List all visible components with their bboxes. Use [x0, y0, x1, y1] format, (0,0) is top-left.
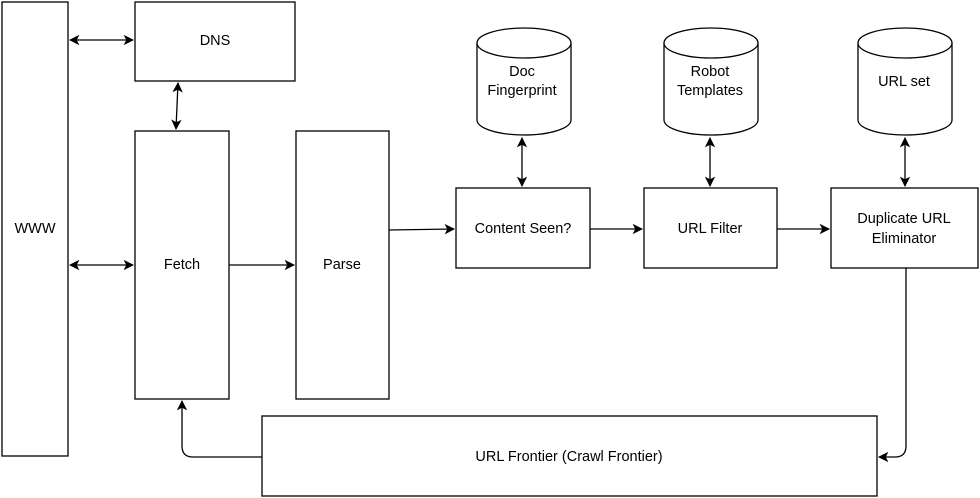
store-doc-fingerprint-label-line2: Fingerprint — [487, 83, 556, 99]
node-url-filter-label: URL Filter — [678, 221, 743, 237]
store-url-set: URL set — [857, 27, 953, 136]
node-dns: DNS — [134, 1, 296, 82]
node-www: WWW — [1, 1, 69, 457]
edge-duplicate-eliminator-url-frontier — [877, 268, 907, 463]
store-doc-fingerprint-label-line1: Doc — [509, 64, 535, 80]
edge-dns-fetch — [171, 81, 183, 131]
node-content-seen: Content Seen? — [455, 187, 591, 269]
node-duplicate-url-eliminator-label-line2: Eliminator — [872, 231, 937, 247]
store-url-set-label: URL set — [878, 74, 930, 90]
node-url-frontier-label: URL Frontier (Crawl Frontier) — [475, 449, 662, 465]
node-www-label: WWW — [14, 221, 55, 237]
node-content-seen-label: Content Seen? — [475, 221, 572, 237]
edge-parse-content-seen — [388, 223, 456, 235]
store-robot-templates-label-line2: Templates — [677, 83, 743, 99]
store-doc-fingerprint: Doc Fingerprint — [476, 27, 572, 136]
edge-url-frontier-fetch — [176, 399, 262, 458]
node-fetch-label: Fetch — [164, 257, 200, 273]
node-parse: Parse — [295, 130, 390, 400]
store-robot-templates-label-line1: Robot — [691, 64, 730, 80]
node-parse-label: Parse — [323, 257, 361, 273]
node-duplicate-url-eliminator: Duplicate URL Eliminator — [830, 187, 979, 269]
store-robot-templates: Robot Templates — [663, 27, 759, 136]
node-url-filter: URL Filter — [643, 187, 778, 269]
node-url-frontier: URL Frontier (Crawl Frontier) — [261, 415, 878, 497]
node-fetch: Fetch — [134, 130, 230, 400]
node-dns-label: DNS — [200, 33, 231, 49]
node-duplicate-url-eliminator-label-line1: Duplicate URL — [857, 211, 951, 227]
